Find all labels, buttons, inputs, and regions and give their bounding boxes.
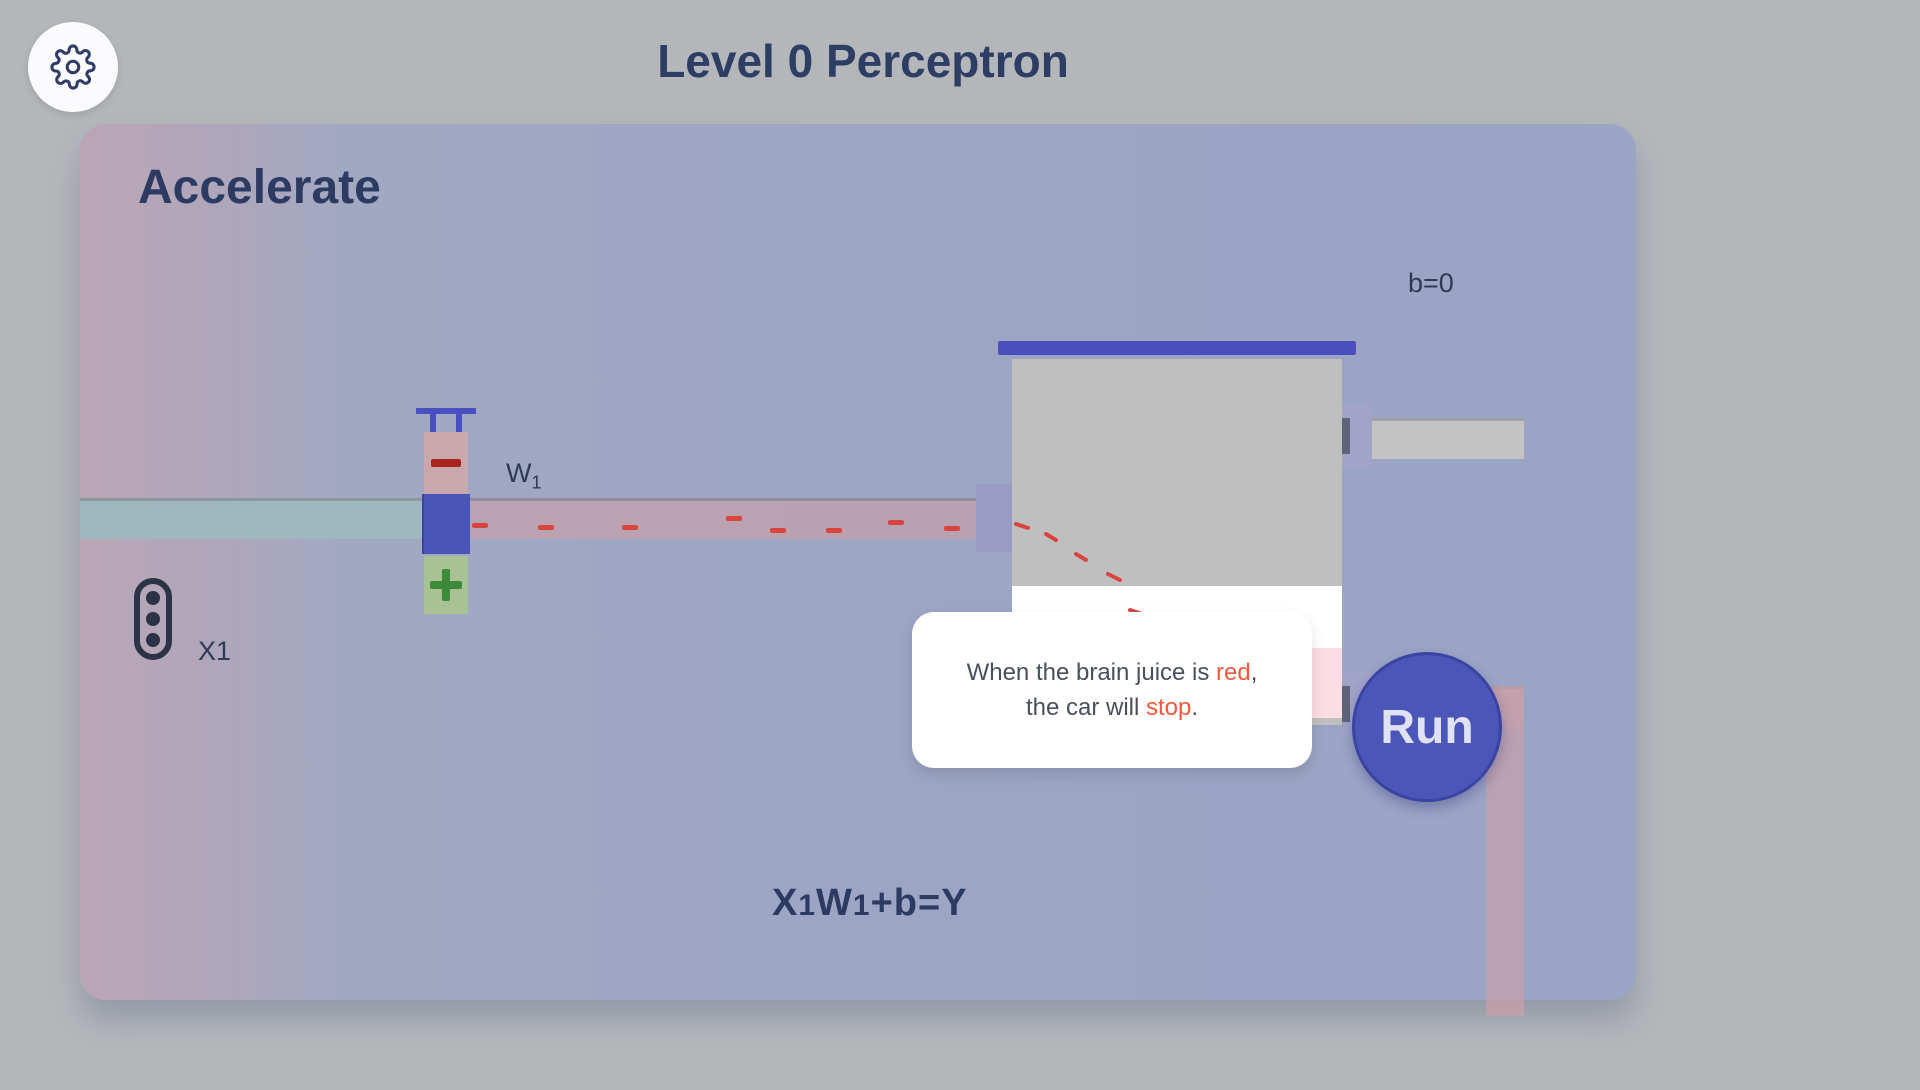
bias-pipe-connector-inner	[1342, 418, 1350, 454]
valve-handle-leg	[456, 414, 462, 432]
juice-particle	[472, 523, 488, 528]
juice-particle	[888, 520, 904, 525]
brain-input-connector	[976, 484, 1014, 552]
board-title: Accelerate	[138, 161, 381, 214]
weight-increase-button[interactable]	[424, 556, 468, 614]
brain-lid	[998, 341, 1356, 355]
juice-particle	[726, 516, 742, 521]
juice-particle	[944, 526, 960, 531]
valve-handle-leg	[430, 414, 436, 432]
output-pipe-connector-inner	[1342, 686, 1350, 722]
minus-icon	[431, 459, 461, 467]
bias-label: b=0	[1408, 268, 1454, 298]
light-dot	[146, 633, 160, 647]
light-dot	[146, 612, 160, 626]
valve-handle[interactable]	[416, 408, 476, 414]
hint-tooltip: When the brain juice is red, the car wil…	[912, 612, 1312, 768]
tooltip-line-2: the car will stop.	[1025, 694, 1199, 721]
light-dot	[146, 591, 160, 605]
weight-decrease-button[interactable]	[424, 432, 468, 494]
equation: X1W1+b=Y	[772, 882, 968, 924]
bias-pipe-horizontal	[1350, 418, 1524, 459]
weight-valve[interactable]	[416, 408, 476, 614]
tooltip-arrow	[1098, 594, 1126, 614]
game-board: Accelerate b=0 W1	[80, 124, 1636, 1016]
juice-particle	[538, 525, 554, 530]
gear-icon	[50, 44, 96, 90]
juice-particle	[622, 525, 638, 530]
page-title: Level 0 Perceptron	[657, 35, 1069, 87]
valve-body	[422, 494, 470, 554]
traffic-light-icon[interactable]	[134, 578, 172, 660]
input-pipe	[80, 498, 424, 539]
settings-button[interactable]	[28, 22, 118, 112]
weight-label: W1	[506, 458, 542, 493]
input-label: X1	[198, 636, 232, 666]
juice-particle	[826, 528, 842, 533]
run-button[interactable]: Run	[1352, 652, 1502, 802]
tooltip-line-1: When the brain juice is red,	[966, 659, 1258, 686]
plus-icon	[430, 569, 462, 601]
juice-particle	[770, 528, 786, 533]
